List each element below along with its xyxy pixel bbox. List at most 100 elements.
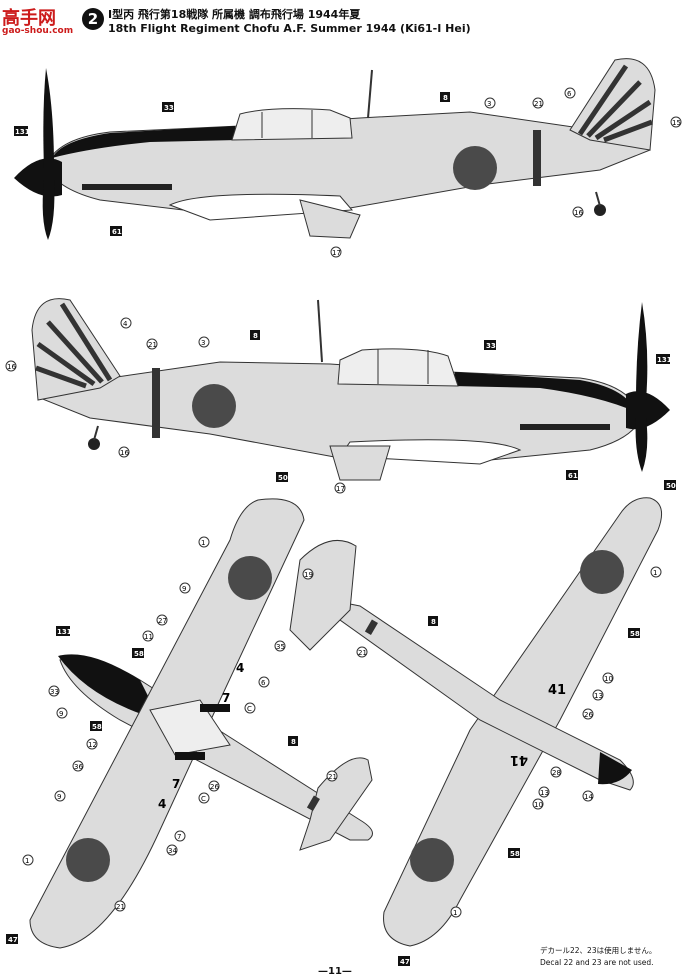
callout-v3-21: 21 (328, 773, 337, 781)
site-watermark: 高手网 gao-shou.com (2, 4, 78, 38)
callout-v3-6: 6 (261, 679, 266, 687)
tail-stripes (577, 64, 653, 143)
propeller-blade-upper (43, 68, 54, 168)
callout-v2-17: 17 (336, 485, 345, 493)
fuselage-band (533, 130, 541, 186)
callout-v4-13b: 13 (540, 789, 549, 797)
callout-v1-33: 33 (164, 104, 174, 112)
walkway-stripe (175, 752, 205, 760)
exhaust-stacks (520, 424, 610, 430)
marking-4-wing: 4 (236, 661, 244, 675)
hinomaru-fuselage (453, 146, 497, 190)
marking-4-wing-lower: 4 (158, 797, 166, 811)
callout-v4-1a: 1 (653, 569, 657, 577)
radiator-scoop (299, 199, 361, 239)
fuselage-band (364, 619, 378, 636)
hinomaru-wing-lower (66, 838, 110, 882)
wing-root (168, 193, 354, 221)
callout-v1-3: 3 (487, 100, 491, 108)
callout-v1-21: 21 (534, 100, 543, 108)
callout-v3-33: 33 (50, 688, 59, 696)
callout-v4-14: 14 (584, 793, 593, 801)
callout-v2-4: 4 (123, 320, 128, 328)
callout-v4-58b: 58 (510, 850, 520, 858)
spinner (14, 158, 62, 197)
side-view-right (31, 298, 670, 481)
decal-note-english: Decal 22 and 23 are not used. (540, 958, 654, 967)
callout-v3-131: 131 (57, 628, 72, 636)
callout-labels: 131 33 8 3 21 6 15 61 17 16 16 4 21 3 8 … (5, 87, 682, 966)
callout-v4-10b: 10 (534, 801, 543, 809)
antenna-mast (317, 299, 323, 363)
tail-stripes (35, 302, 113, 389)
callout-v3-26: 26 (210, 783, 219, 791)
callout-v3-C2: C (201, 795, 206, 803)
marking-7-wing: 7 (222, 691, 230, 705)
callout-v3-11: 11 (144, 633, 153, 641)
antenna-mast (367, 69, 373, 119)
callout-v3-58: 58 (134, 650, 144, 658)
callout-v3-1a: 1 (201, 539, 205, 547)
callout-v3-47: 47 (8, 936, 18, 944)
callout-v3-7: 7 (177, 833, 181, 841)
callout-v3-9c: 9 (57, 793, 61, 801)
callout-v4-26: 26 (584, 711, 593, 719)
callout-v1-15: 15 (672, 119, 681, 127)
callout-v2-131: 131 (657, 356, 672, 364)
callout-v1-131: 131 (15, 128, 30, 136)
callout-v4-1b: 1 (453, 909, 457, 917)
radiator-scoop (329, 445, 391, 481)
callout-v3-50: 50 (278, 474, 288, 482)
callout-v3-34: 34 (168, 847, 177, 855)
callout-v3-36: 36 (74, 763, 83, 771)
callout-v3-35: 35 (276, 643, 285, 651)
callout-v3-9a: 9 (182, 585, 186, 593)
anti-glare-panel (452, 372, 636, 412)
callout-v4-28: 28 (552, 769, 561, 777)
callout-v3-58b: 58 (92, 723, 102, 731)
callout-v1-61: 61 (112, 228, 122, 236)
callout-v1-17: 17 (332, 249, 341, 257)
exhaust-stacks (82, 184, 172, 190)
hinomaru-wing-lower (410, 838, 454, 882)
decal-note: デカール22、23は使用しません。 Decal 22 and 23 are no… (540, 945, 656, 969)
canopy (149, 699, 231, 756)
callout-v3-C1: C (247, 705, 252, 713)
tail-wheel (594, 204, 606, 216)
callout-v1-8: 8 (443, 94, 448, 102)
callout-v3-12: 12 (88, 741, 97, 749)
callout-v2-3: 3 (201, 339, 205, 347)
spinner (598, 752, 632, 785)
page-number: —11— (318, 966, 352, 977)
callout-v4-21: 21 (358, 649, 367, 657)
callout-v3-9b: 9 (59, 710, 63, 718)
callout-v4-8: 8 (431, 618, 436, 626)
fuselage-band (152, 368, 160, 438)
anti-glare-panel (52, 126, 238, 158)
hinomaru-fuselage (192, 384, 236, 428)
callout-v1-6: 6 (567, 90, 572, 98)
page-title-japanese: Ⅰ型丙 飛行第18戦隊 所属機 調布飛行場 1944年夏 (108, 8, 361, 21)
bottom-view (289, 497, 663, 947)
spinner (626, 391, 670, 430)
callout-v4-10a: 10 (604, 675, 613, 683)
watermark-url: gao-shou.com (2, 26, 74, 36)
page-title-english: 18th Flight Regiment Chofu A.F. Summer 1… (108, 22, 471, 35)
anti-glare-panel (58, 654, 160, 720)
marking-7-wing-lower: 7 (172, 777, 180, 791)
canopy (337, 348, 459, 387)
callout-v4-13a: 13 (594, 692, 603, 700)
horizontal-stabilizer (289, 539, 357, 651)
top-view (29, 498, 373, 949)
callout-v3-8: 8 (291, 738, 296, 746)
callout-v2-21: 21 (148, 341, 157, 349)
callout-v3-21b: 21 (116, 903, 125, 911)
propeller-blade-upper (636, 302, 648, 400)
marking-41-wing: 41 (548, 683, 566, 698)
decal-note-japanese: デカール22、23は使用しません。 (540, 946, 657, 955)
callout-v3-19: 19 (304, 571, 313, 579)
marking-41-wing-lower: 41 (510, 752, 528, 767)
hinomaru-wing-upper (228, 556, 272, 600)
hinomaru-wing-upper (580, 550, 624, 594)
